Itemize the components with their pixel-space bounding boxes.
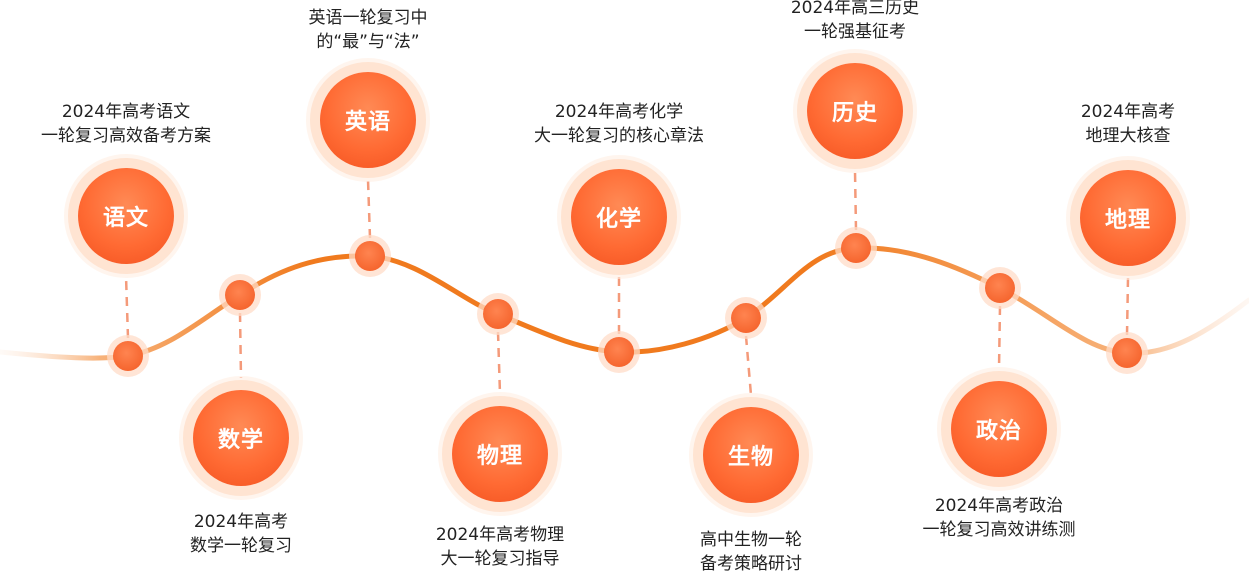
caption-line: 英语一轮复习中 [308, 8, 428, 28]
subject-node: 地理 [1080, 170, 1176, 266]
subject-caption: 2024年高考语文一轮复习高效备考方案 [0, 100, 256, 148]
caption-line: 2024年高考政治 [934, 496, 1064, 516]
subject-caption: 2024年高考地理大核查 [998, 100, 1249, 148]
caption-line: 一轮复习高效备考方案 [41, 126, 211, 146]
caption-line: 2024年高考化学 [554, 102, 684, 122]
timeline-dot [985, 273, 1015, 303]
connector-line [997, 305, 1002, 370]
caption-line: 的“最”与“法” [316, 32, 420, 52]
subject-caption: 2024年高考物理大一轮复习指导 [370, 523, 630, 571]
connector-line [744, 335, 753, 396]
timeline-dot [113, 341, 143, 371]
subject-caption: 2024年高考化学大一轮复习的核心章法 [489, 100, 749, 148]
timeline-dot [841, 233, 871, 263]
caption-line: 2024年高三历史 [790, 0, 920, 18]
subject-caption: 2024年高考政治一轮复习高效讲练测 [869, 494, 1129, 542]
caption-line: 2024年高考 [193, 512, 289, 532]
caption-line: 2024年高考语文 [61, 102, 191, 122]
timeline-dot [355, 241, 385, 271]
timeline-dot [1112, 338, 1142, 368]
subject-node: 生物 [703, 407, 799, 503]
connector-line [853, 170, 858, 231]
subject-caption: 2024年高三历史一轮强基征考 [725, 0, 985, 44]
subject-node: 历史 [807, 63, 903, 159]
connector-line [496, 331, 502, 395]
subject-node: 物理 [452, 406, 548, 502]
subject-node: 政治 [951, 381, 1047, 477]
caption-line: 一轮强基征考 [804, 22, 906, 42]
timeline-dot [604, 337, 634, 367]
subject-caption: 高中生物一轮备考策略研讨 [621, 528, 881, 576]
timeline-dot [731, 303, 761, 333]
subject-caption: 英语一轮复习中的“最”与“法” [238, 6, 498, 54]
timeline-dot [225, 280, 255, 310]
connector-line [1125, 277, 1130, 336]
caption-line: 地理大核查 [1085, 126, 1171, 146]
caption-line: 备考策略研讨 [700, 554, 802, 574]
subject-node: 英语 [320, 72, 416, 168]
connector-line [366, 179, 372, 239]
caption-line: 2024年高考物理 [435, 525, 565, 545]
caption-line: 高中生物一轮 [700, 530, 802, 550]
subject-caption: 2024年高考数学一轮复习 [111, 510, 371, 558]
subject-node: 语文 [78, 168, 174, 264]
connector-line [124, 275, 130, 339]
caption-line: 大一轮复习的核心章法 [534, 126, 704, 146]
caption-line: 2024年高考 [1080, 102, 1176, 122]
caption-line: 数学一轮复习 [190, 536, 292, 556]
timeline-dot [483, 299, 513, 329]
connector-line [238, 312, 243, 379]
caption-line: 一轮复习高效讲练测 [922, 520, 1076, 540]
subject-node: 数学 [193, 390, 289, 486]
caption-line: 大一轮复习指导 [440, 549, 560, 569]
subject-node: 化学 [571, 169, 667, 265]
